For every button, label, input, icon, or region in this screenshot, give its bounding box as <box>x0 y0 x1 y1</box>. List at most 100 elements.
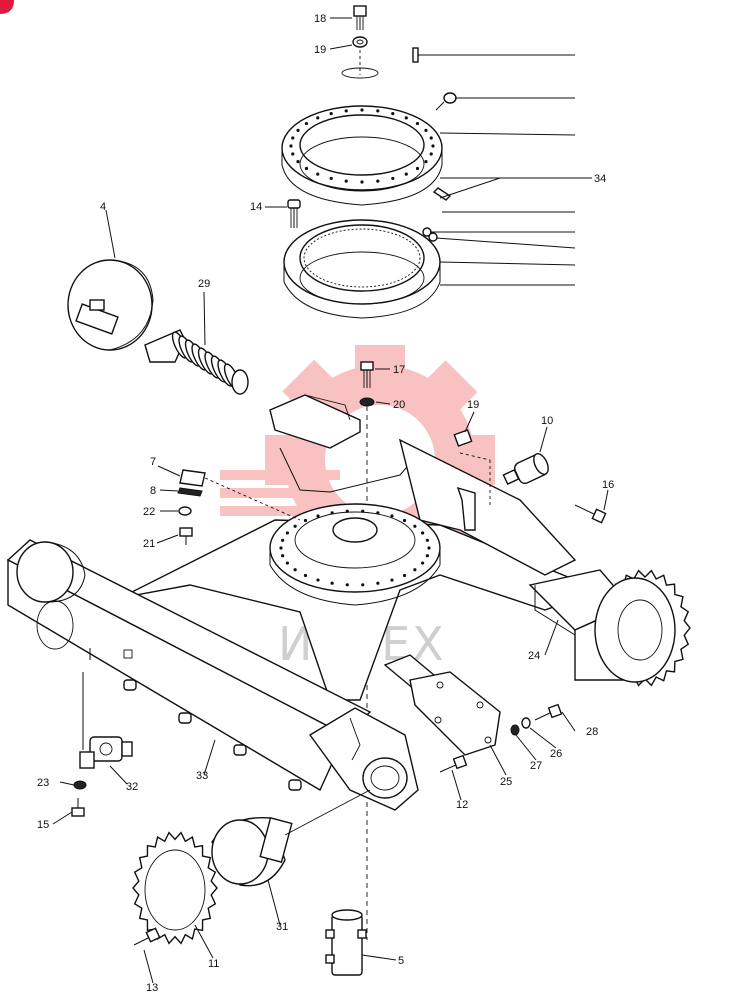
bolt-hole <box>344 109 348 113</box>
washer-22 <box>178 506 192 516</box>
fitting-34 <box>432 187 452 201</box>
bolt-hole <box>415 121 420 126</box>
carrier-roller-10 <box>502 453 549 485</box>
front-idler-wheel <box>16 541 86 650</box>
plate-hole <box>376 511 380 515</box>
callout-8: 8 <box>150 485 156 497</box>
callout-17: 17 <box>393 364 405 376</box>
plate-hole <box>293 568 297 572</box>
plate-hole <box>285 561 289 565</box>
plate-hole <box>303 518 308 523</box>
bolt-hole <box>329 176 333 181</box>
plate-hole <box>402 573 407 578</box>
plate-hole <box>361 509 365 513</box>
callout-leaders <box>52 17 609 984</box>
track-roller <box>123 679 137 691</box>
dash-leader-shim <box>204 477 301 521</box>
bolt-hole <box>291 136 295 140</box>
plate-hole <box>285 531 289 535</box>
washer-26 <box>521 717 531 729</box>
bolt-hole <box>304 121 309 126</box>
plate-hole <box>390 514 394 518</box>
bolt-15 <box>71 798 85 817</box>
washer-23 <box>73 780 87 790</box>
plate-hole <box>330 581 334 585</box>
callout-32: 32 <box>126 781 138 793</box>
plate-hole <box>421 561 425 565</box>
bolt-hole <box>296 160 300 164</box>
gear-teeth <box>132 831 218 945</box>
bracket <box>456 452 491 531</box>
bolt-hole <box>424 160 428 164</box>
bolt-hole <box>316 116 320 120</box>
washer-20 <box>359 397 375 407</box>
callout-13: 13 <box>146 982 158 994</box>
track-roller <box>178 712 192 724</box>
track-roller <box>233 744 247 756</box>
top-washer <box>341 67 379 79</box>
callout-12: 12 <box>456 799 468 811</box>
drive-sprocket-right <box>594 569 691 687</box>
washer-27 <box>510 724 520 736</box>
callout-16: 16 <box>602 479 614 491</box>
ring-leader-lines <box>418 54 576 286</box>
bolt-hole <box>429 152 433 156</box>
plate-hole <box>361 583 365 587</box>
plate-hole <box>303 573 308 578</box>
bolt-16 <box>574 504 607 524</box>
bolt-hole <box>376 109 380 113</box>
top-bolt-18 <box>353 5 367 30</box>
cover-plate-25 <box>383 654 501 756</box>
callout-19-top: 19 <box>314 44 326 56</box>
bolt-hole <box>304 166 309 171</box>
bolt-hole <box>429 136 433 140</box>
bolt-12 <box>439 754 468 773</box>
callout-25: 25 <box>500 776 512 788</box>
plate-hole <box>316 514 320 518</box>
callout-4: 4 <box>100 201 106 213</box>
callout-19-mid: 19 <box>467 399 479 411</box>
bolt-21 <box>179 527 193 545</box>
callout-11: 11 <box>208 958 219 970</box>
callout-27: 27 <box>530 760 542 772</box>
callout-5: 5 <box>398 955 404 967</box>
plate-hole <box>402 518 407 523</box>
plate-hole <box>413 568 417 572</box>
callout-29: 29 <box>198 278 210 290</box>
plate-hole <box>316 578 320 582</box>
bolt-hole <box>289 144 293 148</box>
bolt-hole <box>360 108 364 112</box>
pin-top <box>412 47 419 63</box>
plate-hole <box>281 554 285 558</box>
plate-hole <box>425 538 429 542</box>
bolt-13 <box>133 927 161 946</box>
bolt-14 <box>287 199 301 228</box>
plate-hole <box>427 546 431 550</box>
bolt-hole <box>404 116 408 120</box>
top-nut-19 <box>352 36 368 48</box>
callout-labels: 18 19 34 14 4 29 17 20 19 10 7 8 22 21 1… <box>37 13 614 994</box>
slewing-ring-gear <box>283 219 441 319</box>
callout-10: 10 <box>541 415 553 427</box>
grease-nipple <box>435 92 457 111</box>
center-swivel-5 <box>325 909 367 976</box>
callout-22: 22 <box>143 506 155 518</box>
sprocket-11 <box>132 831 218 945</box>
callout-23: 23 <box>37 777 49 789</box>
plate-hole <box>281 538 285 542</box>
bolt-hole <box>360 180 364 184</box>
plate-hole <box>279 546 283 550</box>
bolt-hole <box>344 179 348 183</box>
plate-8 <box>177 487 203 497</box>
corner-marker <box>0 0 14 14</box>
plate-hole <box>345 509 349 513</box>
bolt-hole <box>376 179 380 183</box>
callout-7: 7 <box>150 456 156 468</box>
shim-7 <box>179 469 206 487</box>
idler-wheel-4 <box>67 259 154 351</box>
callout-24: 24 <box>528 650 540 662</box>
bolt-28 <box>534 703 563 721</box>
callout-14: 14 <box>250 201 262 213</box>
